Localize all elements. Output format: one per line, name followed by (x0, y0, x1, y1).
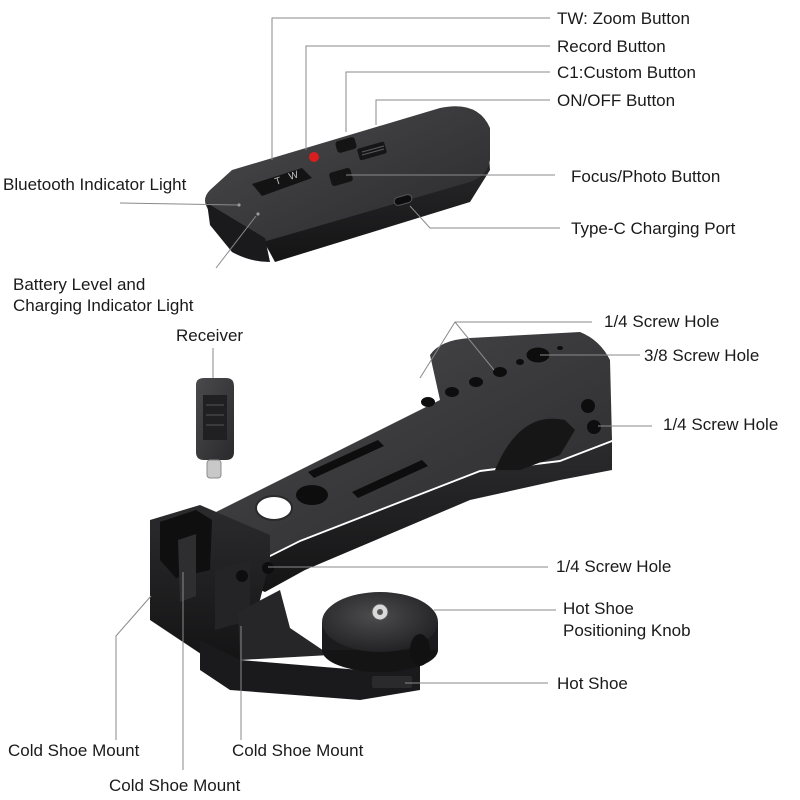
zoom-w-glyph: W (288, 169, 301, 183)
label-on-off-button: ON/OFF Button (557, 91, 676, 110)
bluetooth-indicator-dot (237, 203, 241, 207)
leader-bluetooth (119, 202, 239, 206)
leader-c1 (345, 71, 550, 132)
zoom-rocker-button: T W (252, 168, 312, 196)
hot-shoe-knob (322, 592, 438, 688)
label-hot-shoe: Hot Shoe (557, 674, 628, 693)
label-quarter-screw-hole-top: 1/4 Screw Hole (604, 312, 720, 331)
label-cold-shoe-mount-middle: Cold Shoe Mount (232, 741, 364, 760)
leader-14-top-b (454, 321, 495, 371)
battery-indicator-dot (256, 212, 260, 216)
label-quarter-screw-hole-side: 1/4 Screw Hole (663, 415, 779, 434)
label-three-eighths-screw-hole: 3/8 Screw Hole (644, 346, 760, 365)
leader-typec (409, 205, 560, 229)
leader-cold-left (115, 595, 152, 740)
top-screw-holes (421, 346, 563, 407)
leader-record (305, 45, 550, 150)
label-receiver: Receiver (176, 326, 244, 345)
label-hot-shoe-knob-line1: Hot Shoe (563, 599, 634, 618)
label-battery-indicator-line2: Charging Indicator Light (13, 296, 194, 315)
remote-control: T W (205, 106, 490, 262)
zoom-t-glyph: T (274, 176, 283, 188)
on-off-switch (357, 141, 387, 161)
leader-battery (215, 215, 257, 269)
label-battery-indicator-line1: Battery Level and (13, 275, 146, 294)
label-c1-custom-button: C1:Custom Button (557, 63, 696, 82)
label-cold-shoe-mount-bottom: Cold Shoe Mount (109, 776, 241, 795)
label-type-c-charging-port: Type-C Charging Port (571, 219, 736, 238)
top-handle (150, 332, 612, 700)
label-bluetooth-indicator-light: Bluetooth Indicator Light (3, 175, 187, 194)
leader-tw-zoom (271, 17, 550, 160)
handle-front-face (182, 442, 612, 592)
type-c-port (393, 194, 413, 206)
label-record-button: Record Button (557, 37, 666, 56)
label-quarter-screw-hole-lower: 1/4 Screw Hole (556, 557, 672, 576)
label-focus-photo-button: Focus/Photo Button (571, 167, 721, 186)
receiver-dongle (196, 378, 234, 479)
leader-lines (115, 17, 652, 770)
label-hot-shoe-knob-line2: Positioning Knob (563, 621, 691, 640)
record-button (309, 152, 319, 162)
c1-custom-button (335, 137, 357, 153)
label-tw-zoom-button: TW: Zoom Button (557, 9, 690, 28)
label-cold-shoe-mount-left: Cold Shoe Mount (8, 741, 140, 760)
leader-on-off (375, 99, 550, 125)
focus-photo-button (329, 167, 353, 187)
bottom-arm (200, 640, 420, 700)
remote-end-face (207, 203, 270, 262)
